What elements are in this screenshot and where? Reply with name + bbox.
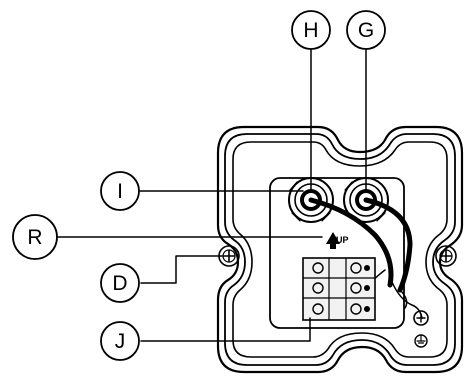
callout-h: H <box>291 10 331 50</box>
callout-r: R <box>12 214 58 260</box>
callout-label-i: I <box>117 180 123 203</box>
leader-lines <box>56 47 367 342</box>
callout-label-r: R <box>27 226 42 249</box>
callout-i: I <box>100 171 140 211</box>
up-arrow-icon: UP <box>326 232 349 249</box>
earth-ground-icon <box>414 334 428 348</box>
callout-d: D <box>100 263 140 303</box>
screw-icon <box>218 245 240 267</box>
terminal-block <box>302 257 376 321</box>
callout-label-j: J <box>115 330 126 353</box>
callout-label-d: D <box>112 272 127 295</box>
cables <box>308 197 423 319</box>
svg-text:UP: UP <box>336 235 349 245</box>
callout-label-g: G <box>358 19 374 42</box>
earth-terminal <box>413 310 429 326</box>
housing-outline <box>216 125 464 374</box>
terminal-screws <box>312 262 370 315</box>
screw-icon <box>435 245 457 267</box>
callout-j: J <box>100 321 140 361</box>
callout-label-h: H <box>303 19 318 42</box>
mounting-plate <box>269 177 405 329</box>
callout-g: G <box>346 10 386 50</box>
